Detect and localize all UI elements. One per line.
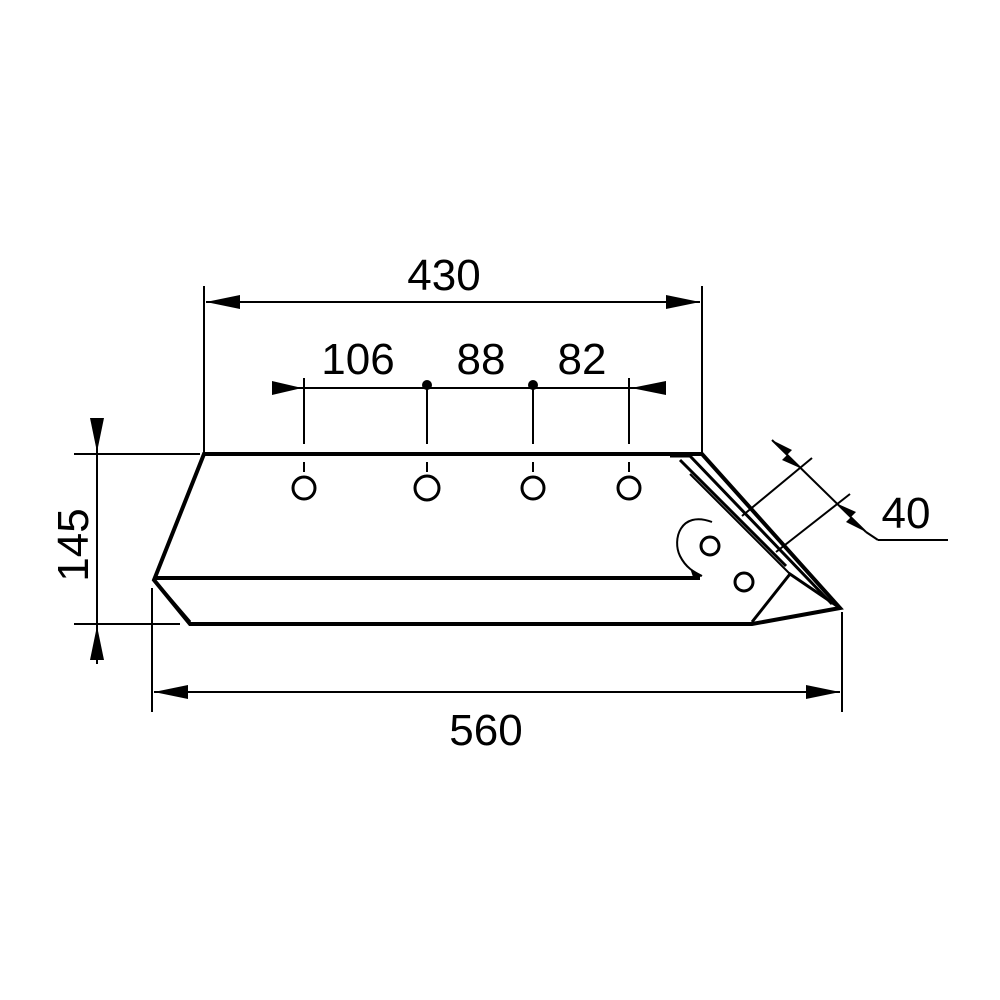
arrowhead-lower [838,504,866,532]
share-tip-inner [689,473,791,575]
share-tip-edge [678,458,788,568]
dim-hole-spacing: 106 88 82 [272,335,666,444]
arrowhead-right [666,295,700,309]
extension-line-2 [775,493,851,553]
bolt-hole-3 [520,475,546,501]
share-tip-flange [670,454,834,606]
extension-line-1 [741,457,813,517]
tick-dot-1 [422,380,432,390]
dim-label-spacing-3: 82 [558,335,607,384]
arrowhead-left [154,685,188,699]
arrowhead-left [272,381,302,395]
arrowhead-left [206,295,240,309]
bolt-hole-4 [616,475,642,501]
dim-label-top-length: 430 [407,251,480,300]
leader-line [865,531,879,541]
dim-overall-length: 560 [151,588,843,755]
bolt-holes [291,462,755,593]
arrowhead-right [806,685,840,699]
arrowhead-top [90,418,104,452]
bolt-hole-2 [413,474,441,502]
curl-arrow [676,518,713,577]
share-outline [151,452,844,626]
bolt-hole-1 [291,475,317,501]
bolt-hole-5 [699,535,721,557]
dim-label-tip-width: 40 [882,489,931,538]
arrowhead-bottom [90,626,104,660]
dim-label-height: 145 [49,508,98,581]
dimension-line [771,439,867,533]
share-bevel-left [152,579,192,623]
share-body [151,452,844,626]
dim-height: 145 [49,418,200,664]
dim-label-spacing-1: 106 [321,335,394,384]
dim-label-spacing-2: 88 [457,335,506,384]
curl-arrowhead [690,568,702,580]
dim-top-length: 430 [203,251,703,452]
arrowhead-upper [772,440,800,468]
share-tip-lower [750,571,841,623]
arrowhead-right [631,381,666,395]
tick-dot-2 [528,380,538,390]
dim-label-overall-length: 560 [449,706,522,755]
bolt-hole-6 [733,571,755,593]
dim-tip-width: 40 [741,439,948,553]
